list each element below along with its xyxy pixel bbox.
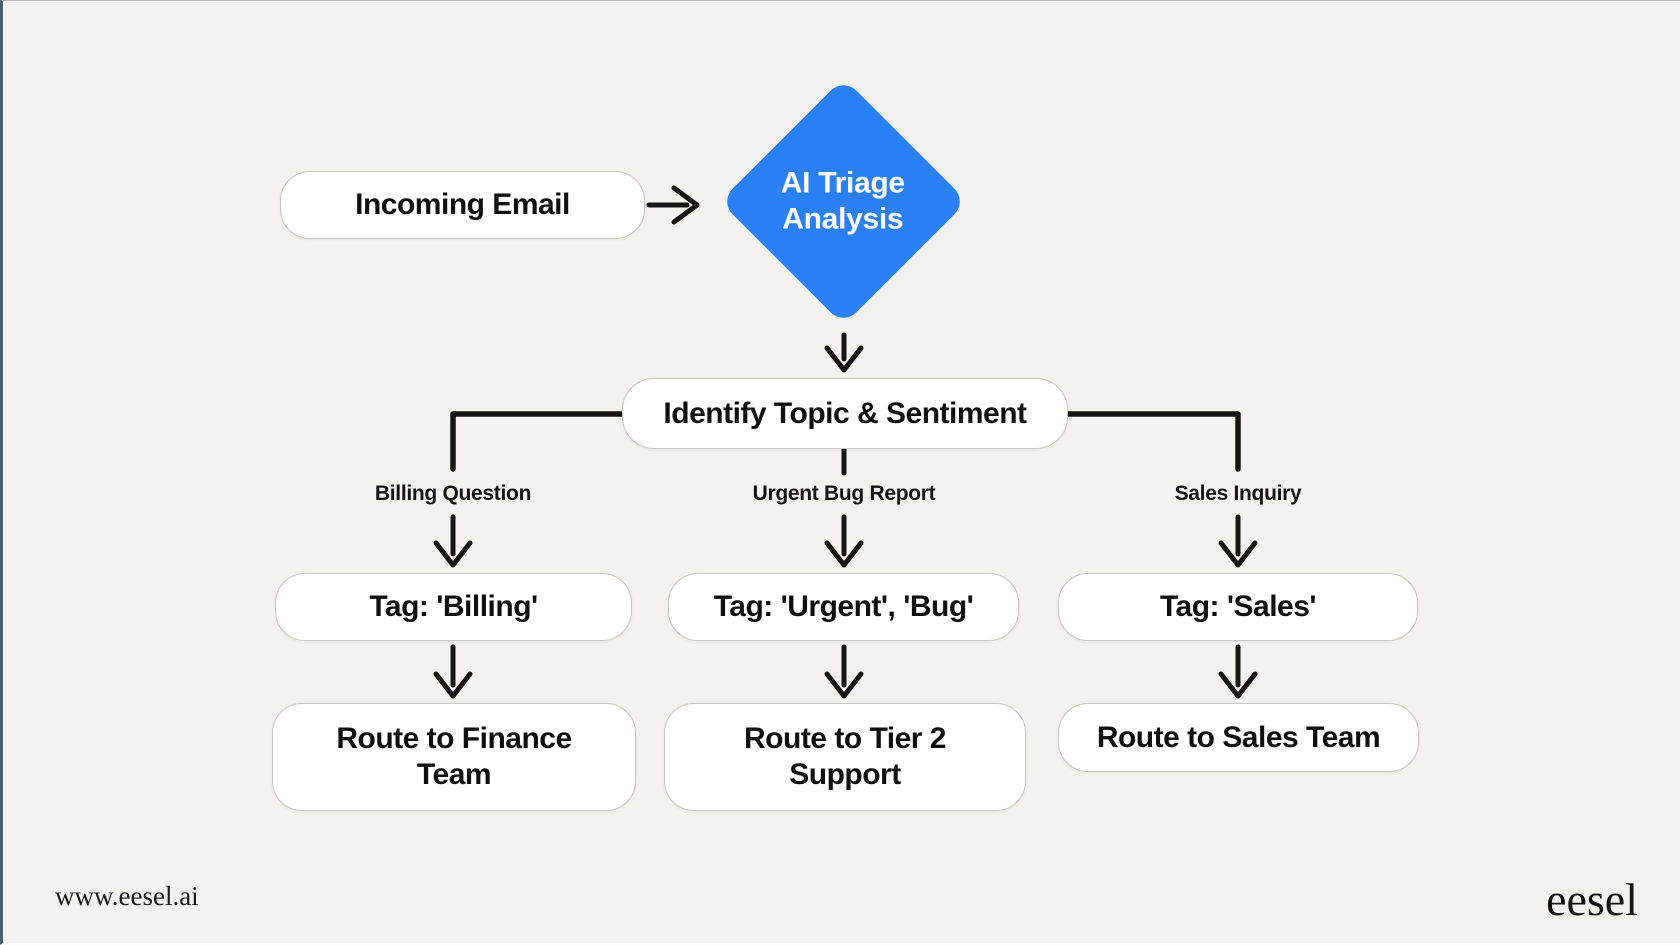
node-ai-triage-label: AI Triage Analysis bbox=[781, 165, 905, 237]
footer-website-url: www.eesel.ai bbox=[55, 881, 199, 911]
node-route-tier2-support: Route to Tier 2 Support bbox=[664, 703, 1026, 811]
node-route-finance-team-label: Route to Finance Team bbox=[336, 722, 572, 791]
arrowhead-down-icon bbox=[824, 671, 864, 699]
arrowhead-down-icon bbox=[1218, 540, 1258, 568]
node-identify-topic-sentiment: Identify Topic & Sentiment bbox=[622, 378, 1068, 449]
arrowhead-down-icon bbox=[1218, 671, 1258, 699]
branch-label-sales-inquiry: Sales Inquiry bbox=[1174, 482, 1302, 505]
branch-label-billing-question: Billing Question bbox=[374, 482, 532, 505]
branch-label-urgent-bug-report: Urgent Bug Report bbox=[752, 482, 936, 505]
node-tag-sales-label: Tag: 'Sales' bbox=[1159, 590, 1317, 623]
arrowhead-down-icon bbox=[433, 671, 473, 699]
node-ai-triage-label-line1: AI Triage bbox=[781, 166, 906, 200]
node-tag-sales: Tag: 'Sales' bbox=[1058, 573, 1418, 641]
node-tag-urgent-bug: Tag: 'Urgent', 'Bug' bbox=[668, 573, 1019, 641]
node-incoming-email: Incoming Email bbox=[280, 171, 645, 239]
node-tag-billing: Tag: 'Billing' bbox=[275, 573, 632, 641]
node-incoming-email-label: Incoming Email bbox=[355, 188, 570, 221]
arrowhead-right-icon bbox=[671, 185, 700, 225]
node-route-sales-team: Route to Sales Team bbox=[1058, 703, 1419, 772]
node-ai-triage-label-line2: Analysis bbox=[782, 202, 904, 236]
arrowhead-down-icon bbox=[433, 540, 473, 568]
arrowhead-down-icon bbox=[824, 540, 864, 568]
connector-identify-right-elbow bbox=[1064, 411, 1241, 472]
node-route-sales-team-label: Route to Sales Team bbox=[1096, 720, 1381, 754]
node-route-finance-team: Route to Finance Team bbox=[272, 703, 636, 811]
eesel-logo: eesel bbox=[1546, 874, 1638, 925]
node-route-tier2-support-label: Route to Tier 2 Support bbox=[744, 722, 946, 791]
connector-identify-left-elbow bbox=[450, 411, 626, 472]
arrowhead-down-icon bbox=[824, 345, 864, 373]
connector-layer bbox=[433, 185, 1258, 699]
node-tag-urgent-bug-label: Tag: 'Urgent', 'Bug' bbox=[713, 590, 974, 623]
node-identify-label: Identify Topic & Sentiment bbox=[663, 396, 1027, 430]
node-tag-billing-label: Tag: 'Billing' bbox=[369, 590, 538, 623]
